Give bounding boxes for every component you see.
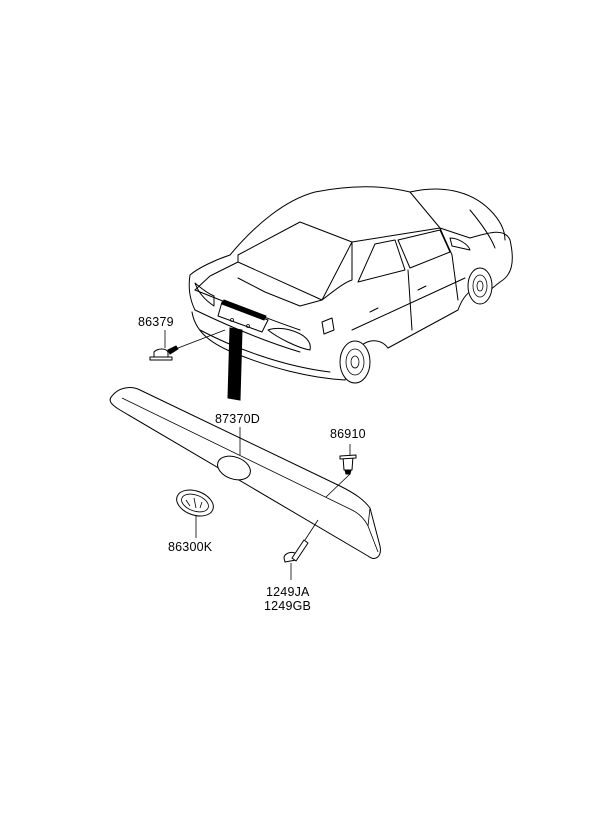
- clip-86910-part: [339, 454, 357, 475]
- assembly-arrow: [227, 327, 243, 401]
- part-label-87370D: 87370D: [215, 412, 260, 426]
- part-label-86300K: 86300K: [168, 540, 213, 554]
- screw-part: [283, 539, 309, 563]
- part-label-86910: 86910: [330, 427, 366, 441]
- part-label-1249GB: 1249GB: [264, 599, 312, 613]
- part-label-1249JA: 1249JA: [266, 585, 310, 599]
- clip-86379-part: [149, 345, 179, 361]
- emblem-part: [176, 489, 214, 517]
- leader-lines: [164, 329, 351, 580]
- part-label-86379: 86379: [138, 315, 174, 329]
- trunk-lid-garnish-part: [109, 387, 381, 559]
- sedan-car-illustration: [188, 186, 513, 384]
